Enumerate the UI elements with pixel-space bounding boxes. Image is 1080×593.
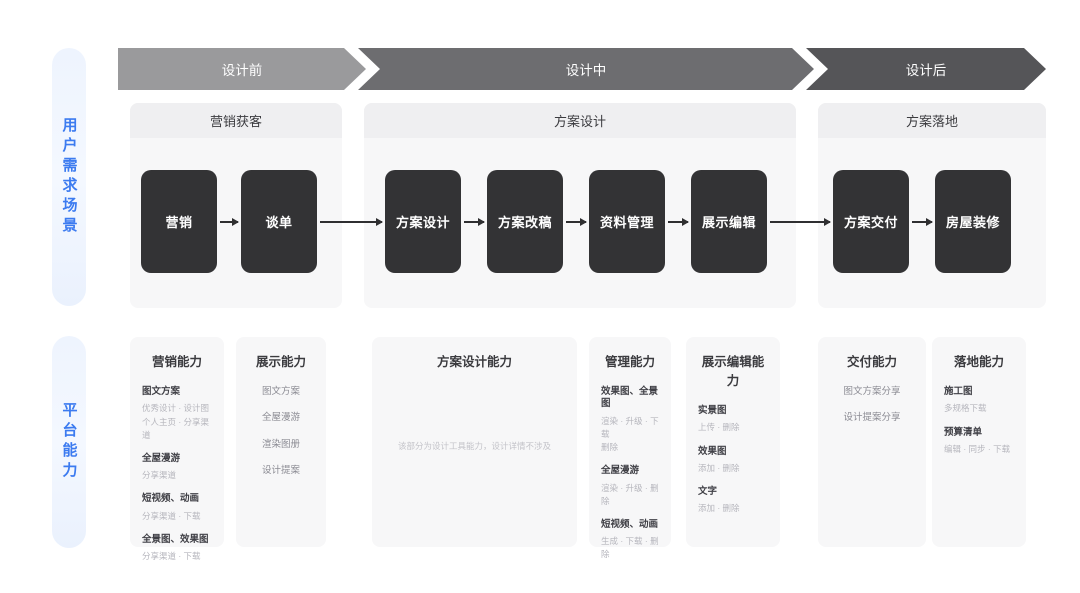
capability-operations: 上传 · 删除 (698, 422, 740, 433)
capability-operations: 添加 · 删除 (698, 462, 740, 473)
side-label-scenario-text: 用户需求场景 (60, 117, 78, 237)
capability-card-3: 方案设计能力该部分为设计工具能力，设计详情不涉及 (372, 337, 577, 547)
capability-card-7: 落地能力施工图多规格下载预算清单编辑 · 同步 · 下载 (932, 337, 1026, 547)
capability-group-name: 全景图、效果图 (142, 533, 209, 545)
stage-group-title: 方案设计 (364, 103, 796, 138)
stage-arrow-label: 设计中 (565, 63, 607, 78)
capability-card-title: 展示编辑能力 (701, 355, 765, 388)
capability-group-name: 图文方案 (142, 386, 181, 397)
process-node-label: 资料管理 (599, 215, 654, 230)
capability-operations: 删除 (601, 442, 619, 453)
stage-group-title: 方案落地 (818, 103, 1046, 138)
process-node-7[interactable]: 方案交付 (833, 170, 909, 273)
capability-operations: 分享渠道 · 下载 (142, 551, 201, 562)
capability-operations: 分享渠道 · 下载 (142, 510, 201, 521)
capability-operations: 生成 · 下载 · 删除 (601, 536, 659, 560)
capability-operations: 个人主页 · 分享渠道 (142, 416, 210, 440)
capability-group-name: 短视频、动画 (142, 493, 200, 505)
side-label-platform-text: 平台能力 (60, 402, 78, 482)
capability-group: 图文方案优秀设计 · 设计图个人主页 · 分享渠道 (142, 386, 212, 442)
process-node-label: 方案设计 (395, 215, 450, 230)
capability-card-2: 展示能力图文方案全屋漫游渲染图册设计提案 (236, 337, 326, 547)
process-node-5[interactable]: 资料管理 (589, 170, 665, 273)
capability-card-6: 交付能力图文方案分享设计提案分享 (818, 337, 926, 547)
process-node-label: 方案交付 (843, 215, 898, 230)
capability-group-name: 效果图、全景图 (601, 386, 659, 410)
capability-item: 设计提案分享 (843, 412, 901, 424)
capability-card-title: 落地能力 (953, 355, 1004, 369)
capability-card-title: 交付能力 (846, 355, 897, 369)
capability-group-name: 效果图 (698, 445, 727, 457)
capability-group: 实景图上传 · 删除 (698, 405, 768, 435)
capability-operations: 添加 · 删除 (698, 503, 740, 514)
side-label-scenario: 用户需求场景 (52, 48, 86, 306)
capability-card-4: 管理能力效果图、全景图渲染 · 升级 · 下载删除全屋漫游渲染 · 升级 · 删… (589, 337, 671, 559)
process-node-3[interactable]: 方案设计 (385, 170, 461, 273)
capability-card-title: 方案设计能力 (436, 355, 512, 369)
capability-group: 短视频、动画生成 · 下载 · 删除 (601, 519, 659, 562)
flow-arrow-5 (668, 218, 689, 225)
capability-operations: 优秀设计 · 设计图 (142, 403, 210, 414)
side-label-platform: 平台能力 (52, 336, 86, 548)
process-node-label: 房屋装修 (945, 215, 1000, 230)
flow-arrow-4 (566, 218, 587, 225)
capability-group-name: 短视频、动画 (601, 518, 659, 530)
capability-group-name: 文字 (698, 486, 718, 498)
process-node-label: 展示编辑 (701, 215, 756, 230)
capability-card-1: 营销能力图文方案优秀设计 · 设计图个人主页 · 分享渠道全屋漫游分享渠道短视频… (130, 337, 224, 561)
capability-group: 全屋漫游分享渠道 (142, 453, 212, 483)
capability-group: 效果图、全景图渲染 · 升级 · 下载删除 (601, 386, 659, 454)
flow-arrow-2 (320, 218, 383, 225)
capability-card-5: 展示编辑能力实景图上传 · 删除效果图添加 · 删除文字添加 · 删除 (686, 337, 780, 547)
stage-arrow-band: 设计前 设计中 设计后 (118, 48, 1046, 90)
capability-item: 图文方案 (261, 386, 300, 397)
capability-item: 渲染图册 (261, 438, 300, 450)
process-node-label: 方案改稿 (497, 215, 552, 230)
capability-operations: 渲染 · 升级 · 删除 (601, 482, 659, 506)
capability-card-title: 营销能力 (151, 355, 202, 369)
capability-group: 短视频、动画分享渠道 · 下载 (142, 493, 212, 523)
stage-arrow-3: 设计后 (806, 48, 1046, 90)
capability-operations: 多规格下载 (944, 403, 987, 414)
capability-item: 图文方案分享 (843, 386, 901, 397)
capability-group: 预算清单编辑 · 同步 · 下载 (944, 427, 1014, 457)
flow-arrow-6 (770, 218, 831, 225)
capability-group: 施工图多规格下载 (944, 386, 1014, 416)
flow-arrow-7 (912, 218, 933, 225)
capability-note: 该部分为设计工具能力，设计详情不涉及 (397, 441, 551, 451)
capability-item: 设计提案 (261, 465, 300, 477)
capability-group-name: 全屋漫游 (601, 465, 640, 477)
flow-arrow-3 (464, 218, 485, 225)
capability-item: 全屋漫游 (261, 412, 300, 424)
stage-arrow-2: 设计中 (358, 48, 814, 90)
process-node-label: 营销 (165, 215, 193, 230)
process-node-8[interactable]: 房屋装修 (935, 170, 1011, 273)
process-node-6[interactable]: 展示编辑 (691, 170, 767, 273)
stage-arrow-1: 设计前 (118, 48, 366, 90)
stage-arrow-label: 设计后 (905, 63, 947, 78)
process-node-label: 谈单 (265, 215, 293, 230)
process-node-1[interactable]: 营销 (141, 170, 217, 273)
capability-group-name: 预算清单 (944, 426, 983, 438)
capability-group-name: 全屋漫游 (142, 452, 181, 464)
process-node-4[interactable]: 方案改稿 (487, 170, 563, 273)
capability-operations: 渲染 · 升级 · 下载 (601, 415, 659, 439)
capability-group: 全景图、效果图分享渠道 · 下载 (142, 534, 212, 564)
capability-group: 全屋漫游渲染 · 升级 · 删除 (601, 465, 659, 508)
capability-card-title: 管理能力 (604, 355, 655, 369)
capability-group-name: 施工图 (944, 386, 973, 397)
stage-arrow-label: 设计前 (221, 63, 263, 78)
stage-group-title: 营销获客 (130, 103, 342, 138)
capability-operations: 编辑 · 同步 · 下载 (944, 443, 1011, 454)
capability-group-name: 实景图 (698, 405, 727, 416)
capability-group: 效果图添加 · 删除 (698, 446, 768, 476)
process-node-2[interactable]: 谈单 (241, 170, 317, 273)
capability-group: 文字添加 · 删除 (698, 486, 768, 516)
capability-card-title: 展示能力 (255, 355, 306, 369)
flow-arrow-1 (220, 218, 239, 225)
capability-operations: 分享渠道 (142, 470, 177, 481)
